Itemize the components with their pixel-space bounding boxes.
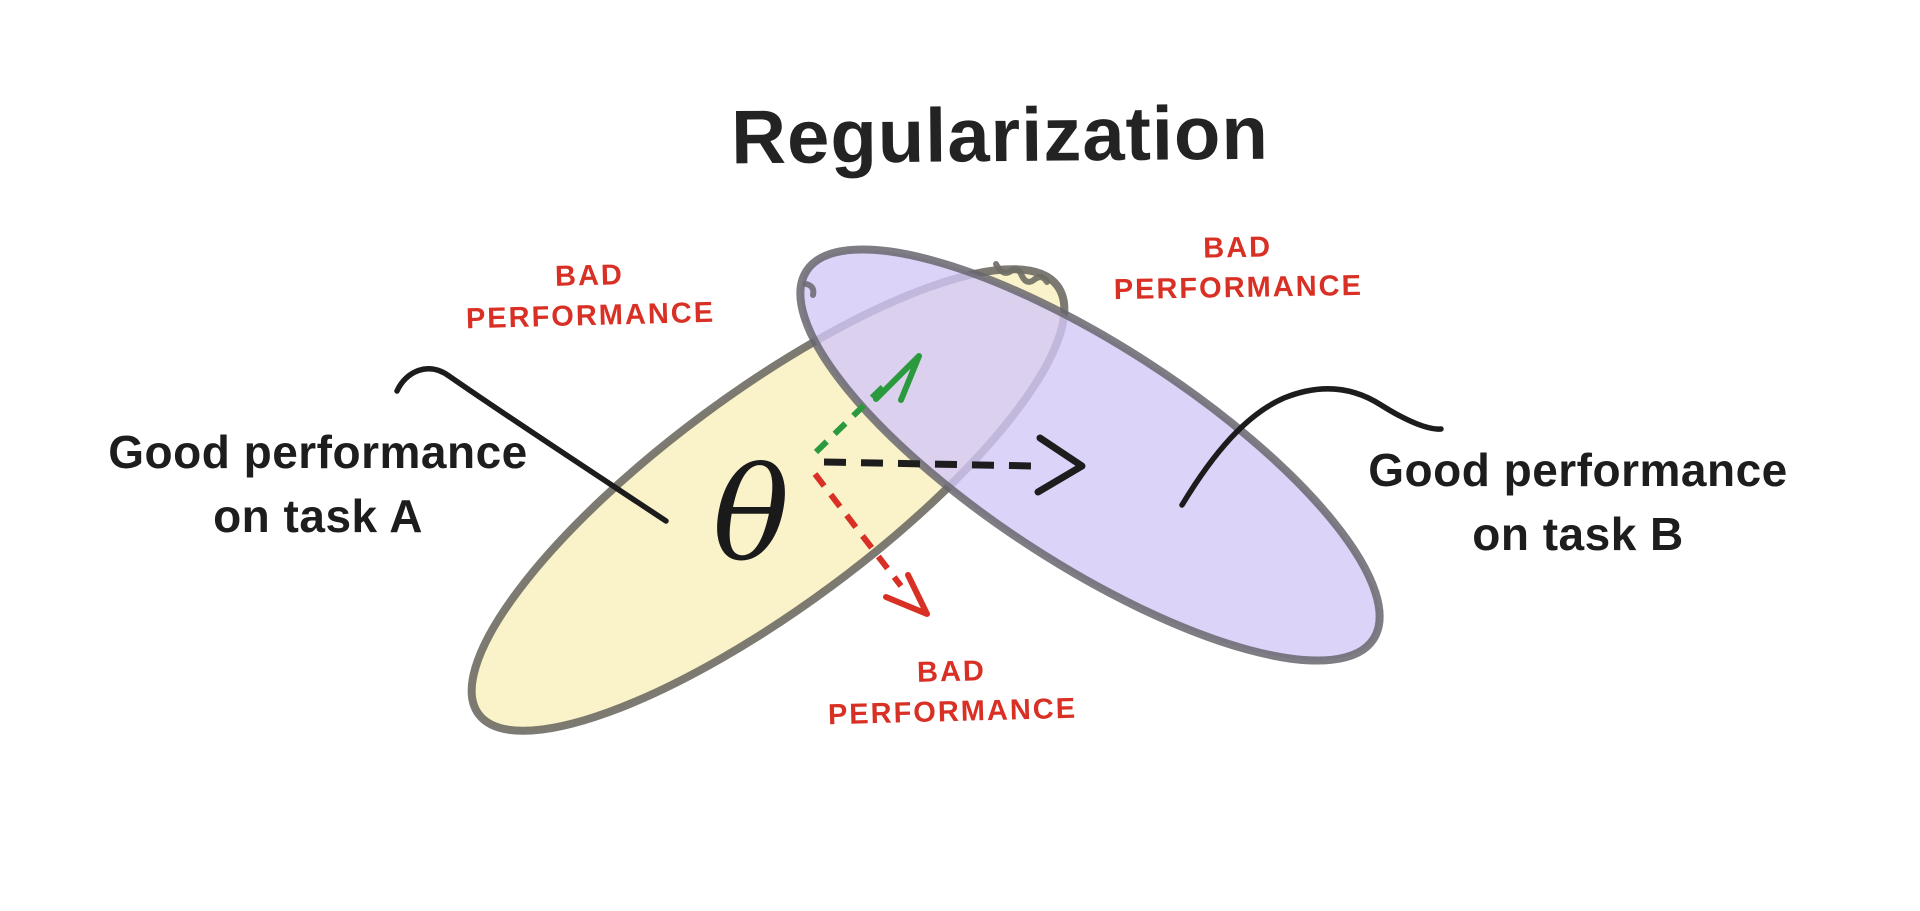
theta-symbol: θ [712,441,790,590]
bad-performance-label-bottom: BAD PERFORMANCE [826,649,1078,735]
red-arrowhead-icon [883,572,930,617]
bad-performance-top-right-line1: BAD [1202,231,1273,265]
task-a-leader-line [394,366,669,524]
task-b-label: Good performance on task B [1368,438,1788,566]
task-a-label: Good performance on task A [108,420,528,548]
page-title: Regularization [730,90,1270,181]
green-arrowhead-icon [873,353,922,403]
black-arrowhead-icon [1034,434,1086,496]
bad-performance-label-top-left: BAD PERFORMANCE [464,253,716,339]
bad-performance-top-left-line1: BAD [554,259,625,293]
task-b-leader-line [1179,386,1444,508]
red-dashed-arrow-shaft [812,472,904,588]
green-dashed-arrow-shaft [813,381,889,455]
task-a-label-line1: Good performance [108,426,528,478]
task-b-label-line2: on task B [1472,508,1684,560]
task-b-ellipse [796,245,1384,665]
task-a-label-line2: on task A [213,490,423,542]
bad-performance-top-right-line2: PERFORMANCE [1113,269,1364,307]
task-a-tip-squiggle [993,261,1050,285]
bad-performance-top-left-line2: PERFORMANCE [465,296,716,336]
bad-performance-bottom-line2: PERFORMANCE [827,692,1078,732]
task-b-label-line1: Good performance [1368,444,1788,496]
bad-performance-bottom-line1: BAD [916,655,987,689]
task-b-tip-notch [803,281,817,298]
bad-performance-label-top-right: BAD PERFORMANCE [1113,226,1364,310]
